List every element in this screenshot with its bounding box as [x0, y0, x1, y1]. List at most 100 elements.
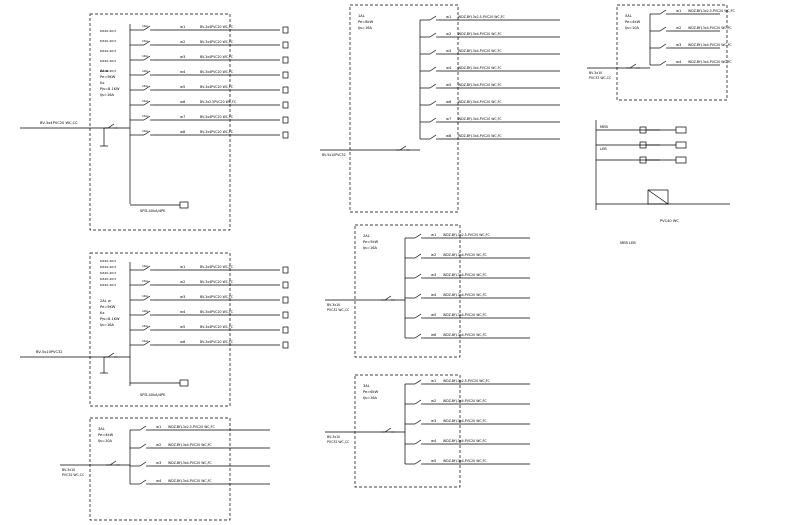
- circuit-id: w3: [431, 273, 436, 277]
- load-terminal: [282, 131, 289, 139]
- circuit-id: w5: [431, 313, 436, 317]
- circuit-breaker-w6-contact: [429, 100, 437, 106]
- circuit-breaker-w1-contact: [414, 379, 422, 385]
- load-terminal: [282, 266, 289, 274]
- circuit-breaker-w2-contact: [429, 32, 437, 38]
- detail-label: PVC40 WC: [660, 219, 679, 223]
- panel-frame: [349, 4, 459, 213]
- circuit-cable: WDZ-BYJ-3x2.5-PVC20 WC,FC: [688, 9, 735, 13]
- circuit-breaker-w3-contact: [143, 295, 151, 301]
- incoming-feed-label: PVC32 WC,CC: [62, 473, 85, 477]
- circuit-breaker-w3-contact: [143, 55, 151, 61]
- circuit-cable: WDZ-BYJ-3x4-PVC20 WC,FC: [688, 43, 732, 47]
- circuit-id: w3: [180, 55, 185, 59]
- incoming-feed-label: BV-5x10PVC32: [322, 153, 346, 157]
- load-terminal: [282, 56, 289, 64]
- circuit-id: w4: [431, 293, 437, 297]
- circuit-rating: 16A: [142, 264, 149, 268]
- circuit-id: w7: [446, 117, 451, 121]
- circuit-id: w2: [676, 26, 681, 30]
- circuit-breaker-w2-contact: [414, 399, 422, 405]
- circuit-cable: BV-3x4PVC20 WC,FC: [200, 130, 234, 134]
- breaker-model: DZ20-40/3: [100, 271, 116, 275]
- panel-info-line: Ijs=16A: [363, 396, 378, 400]
- panel-info-line: 3AL: [363, 384, 370, 388]
- meb-label: MEB: [600, 125, 608, 129]
- circuit-cable: WDZ-BYJ-3x4-PVC20 WC,FC: [458, 83, 502, 87]
- circuit-id: w2: [431, 399, 436, 403]
- circuit-cable: BV-3x4PVC20 WC,FC: [200, 340, 234, 344]
- panel-info-line: Pe=9KW: [100, 75, 116, 79]
- circuit-id: w6: [446, 100, 452, 104]
- circuit-id: w5: [180, 325, 185, 329]
- circuit-cable: WDZ-BYJ-3x4-PVC20 WC,FC: [443, 333, 487, 337]
- circuit-cable: BV-3x4PVC20 WC,FC: [200, 40, 234, 44]
- circuit-breaker-w6-contact: [414, 333, 422, 339]
- grounding-box-diag: [647, 189, 669, 205]
- circuit-id: w3: [446, 49, 451, 53]
- circuit-id: w4: [180, 70, 186, 74]
- circuit-cable: BV-3x4PVC20 WC,FC: [200, 85, 234, 89]
- circuit-breaker-w3-contact: [659, 43, 667, 49]
- breaker-model: DZ20-40/3: [100, 59, 116, 63]
- circuit-rating: 16A: [142, 279, 149, 283]
- circuit-cable: WDZ-BYJ-3x4-PVC20 WC,FC: [443, 293, 487, 297]
- circuit-id: w8: [446, 134, 452, 138]
- circuit-id: w1: [431, 379, 436, 383]
- incoming-feed-label: BV-3x10: [327, 303, 340, 307]
- load-terminal: [282, 341, 289, 349]
- incoming-feed-label: BV-5x10PVC32: [36, 350, 63, 354]
- panel-alw-bottom: 2AL wPe=9KWKxPjs=8.1KWIjs=16ABV-5x10PVC3…: [20, 252, 289, 407]
- spd-device: [179, 379, 189, 387]
- incoming-feed-label: PVC32 WC,CC: [327, 308, 350, 312]
- circuit-breaker-w7-contact: [143, 115, 151, 121]
- circuit-breaker-w2-contact: [139, 443, 147, 449]
- panel-info-line: Kx: [100, 81, 105, 85]
- spd-label: SPD-40kA/4PE: [140, 393, 166, 397]
- circuit-cable: WDZ-BYJ-3x4-PVC20 WC,FC: [688, 60, 732, 64]
- panel-frame: [89, 417, 231, 521]
- circuit-cable: BV-3x4PVC20 WC,FC: [200, 25, 234, 29]
- load-terminal: [282, 26, 289, 34]
- panel-info-line: Ijs=16A: [100, 323, 115, 327]
- circuit-breaker-w4-contact: [414, 439, 422, 445]
- main-breaker-contact: [384, 295, 392, 301]
- breaker-model: DZ20-40/3: [100, 259, 116, 263]
- circuit-breaker-w5-contact: [414, 459, 422, 465]
- circuit-breaker-w2-contact: [659, 26, 667, 32]
- circuit-rating: 16A: [142, 129, 149, 133]
- circuit-cable: WDZ-BYJ-3x4-PVC20 WC,FC: [458, 32, 502, 36]
- panel-frame: [616, 4, 728, 101]
- panel-info-line: 1AL: [358, 14, 365, 18]
- circuit-rating: 16A: [142, 54, 149, 58]
- equipment-terminal: [675, 156, 687, 164]
- circuit-breaker-w4-contact: [414, 293, 422, 299]
- circuit-id: w4: [676, 60, 682, 64]
- circuit-id: w2: [156, 443, 161, 447]
- circuit-cable: WDZ-BYJ-3x4-PVC20 WC,FC: [458, 117, 502, 121]
- spd-device: [179, 201, 189, 209]
- panel-info-line: Pe=5kW: [363, 240, 379, 244]
- breaker-model: DZ20-40/3: [100, 69, 116, 73]
- circuit-id: w6: [180, 100, 186, 104]
- circuit-id: w4: [446, 66, 452, 70]
- circuit-rating: 16A: [142, 114, 149, 118]
- circuit-breaker-w1-contact: [414, 233, 422, 239]
- panel-info-line: Pe=4kW: [98, 433, 114, 437]
- breaker-model: DZ20-40/3: [100, 39, 116, 43]
- circuit-rating: 16A: [142, 24, 149, 28]
- circuit-id: w1: [431, 233, 436, 237]
- circuit-cable: WDZ-BYJ-3x4-PVC20 WC,FC: [443, 439, 487, 443]
- load-terminal: [282, 311, 289, 319]
- circuit-id: w6: [180, 340, 186, 344]
- circuit-cable: BV-3x4PVC20 WC,FC: [200, 70, 234, 74]
- load-terminal: [282, 296, 289, 304]
- circuit-cable: WDZ-BYJ-3x4-PVC20 WC,FC: [443, 399, 487, 403]
- incoming-feed-label: BV-3x4PVC20 WC,CC: [40, 121, 78, 125]
- circuit-id: w3: [156, 461, 161, 465]
- circuit-id: w8: [180, 130, 186, 134]
- circuit-id: w5: [180, 85, 185, 89]
